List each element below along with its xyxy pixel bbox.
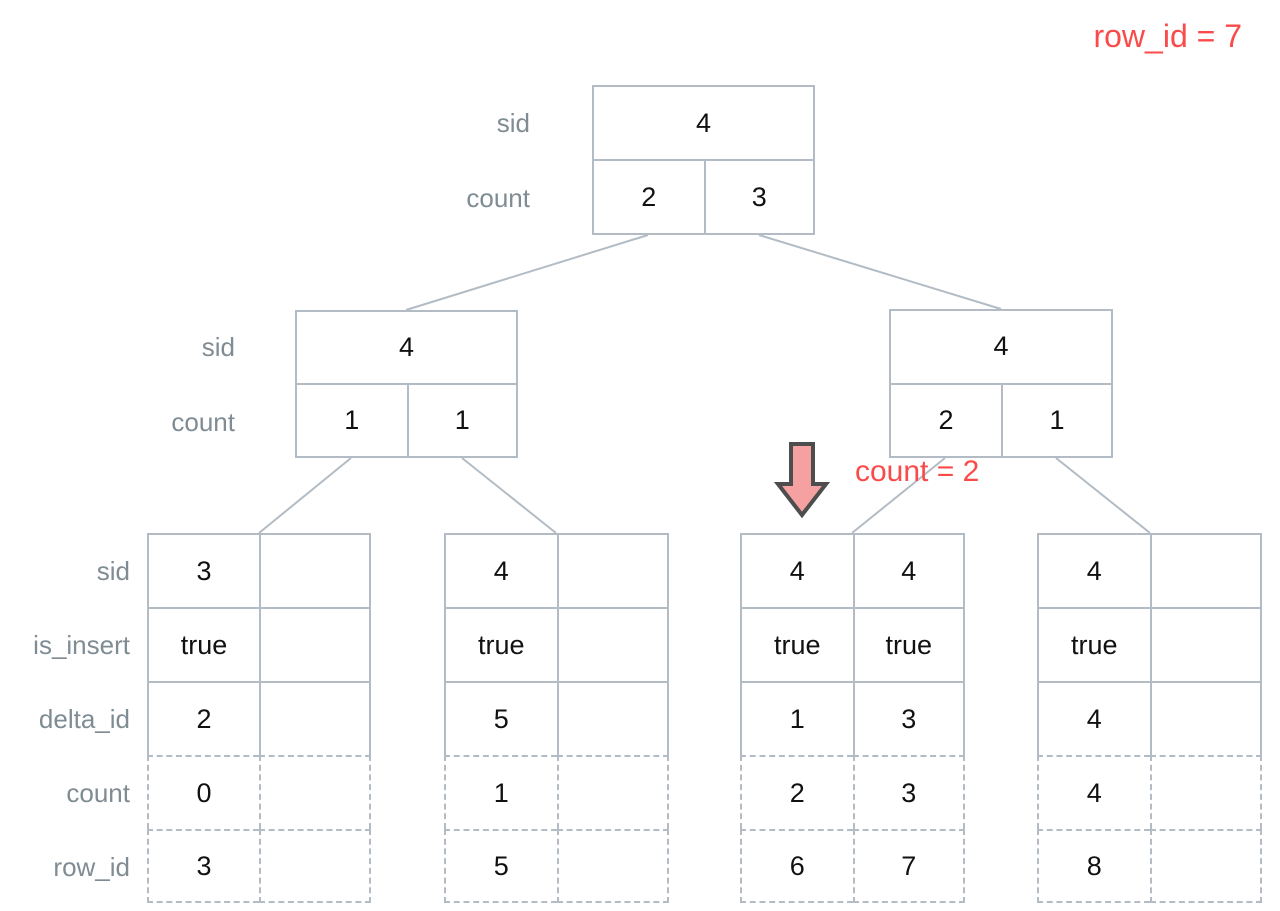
leaf-2-row-is-insert: true xyxy=(444,607,669,681)
leaf-4-col-0-count: 4 xyxy=(1037,755,1150,829)
leaf-4-col-0-is-insert: true xyxy=(1037,607,1150,681)
leaf-1-col-0-count: 0 xyxy=(147,755,259,829)
leaf-1-col-0-row-id: 3 xyxy=(147,829,259,903)
leaf-4-row-delta-id: 4 xyxy=(1037,681,1262,755)
leaf-3-col-1-row-id: 7 xyxy=(852,829,965,903)
leaf-2-col-1-count xyxy=(556,755,669,829)
leaf-1-col-1-is-insert xyxy=(259,607,371,681)
edge-left-internal-to-leaf-1 xyxy=(258,457,352,534)
leaf-row-label-sid: sid xyxy=(96,556,130,586)
edge-left-internal-to-leaf-2 xyxy=(461,457,557,534)
leaf-3-col-1-delta-id: 3 xyxy=(852,681,965,755)
leaf-2-row-count: 1 xyxy=(444,755,669,829)
leaf-node-4[interactable]: 4 true 4 4 8 xyxy=(1037,533,1262,903)
edge-root-to-right-internal xyxy=(758,234,1002,310)
left-internal-count-value-1: 1 xyxy=(406,385,517,456)
leaf-2-row-row-id: 5 xyxy=(444,829,669,903)
root-row-count: 2 3 xyxy=(594,159,813,233)
leaf-3-col-1-sid: 4 xyxy=(852,533,965,607)
leaf-4-row-count: 4 xyxy=(1037,755,1262,829)
edge-right-internal-to-leaf-4 xyxy=(1055,457,1151,534)
leaf-2-col-0-count: 1 xyxy=(444,755,557,829)
leaf-1-row-delta-id: 2 xyxy=(147,681,371,755)
leaf-2-col-1-sid xyxy=(556,533,669,607)
internal-node-left[interactable]: 4 1 1 xyxy=(295,310,518,458)
leaf-3-col-0-row-id: 6 xyxy=(740,829,853,903)
right-internal-count-value-1: 1 xyxy=(1001,384,1111,456)
annotation-row-id: row_id = 7 xyxy=(1093,18,1242,54)
leaf-1-row-sid: 3 xyxy=(147,533,371,607)
leaf-2-row-delta-id: 5 xyxy=(444,681,669,755)
leaf-4-col-1-sid xyxy=(1149,533,1262,607)
leaf-3-col-1-count: 3 xyxy=(852,755,965,829)
leaf-4-row-row-id: 8 xyxy=(1037,829,1262,903)
leaf-3-row-is-insert: true true xyxy=(740,607,965,681)
left-internal-label-sid: sid xyxy=(201,332,235,362)
internal-node-right[interactable]: 4 2 1 xyxy=(889,309,1113,458)
leaf-2-col-1-is-insert xyxy=(556,607,669,681)
leaf-1-col-0-is-insert: true xyxy=(147,607,259,681)
leaf-1-col-0-delta-id: 2 xyxy=(147,681,259,755)
leaf-2-col-0-is-insert: true xyxy=(444,607,557,681)
leaf-1-row-count: 0 xyxy=(147,755,371,829)
right-internal-row-count: 2 1 xyxy=(891,382,1111,456)
annotation-count: count = 2 xyxy=(855,455,980,488)
left-internal-sid-value: 4 xyxy=(398,332,415,362)
leaf-2-col-0-row-id: 5 xyxy=(444,829,557,903)
root-count-value-0: 2 xyxy=(641,181,657,212)
leaf-row-label-row-id: row_id xyxy=(53,852,130,882)
leaf-3-row-sid: 4 4 xyxy=(740,533,965,607)
edge-root-to-left-internal xyxy=(405,234,649,311)
leaf-2-col-1-delta-id xyxy=(556,681,669,755)
left-internal-count-value-0: 1 xyxy=(344,405,360,435)
leaf-4-col-0-delta-id: 4 xyxy=(1037,681,1150,755)
leaf-3-col-0-is-insert: true xyxy=(740,607,853,681)
leaf-4-col-1-is-insert xyxy=(1149,607,1262,681)
leaf-3-row-row-id: 6 7 xyxy=(740,829,965,903)
leaf-node-1[interactable]: 3 true 2 0 3 xyxy=(147,533,371,903)
leaf-3-col-1-is-insert: true xyxy=(852,607,965,681)
leaf-1-col-0-sid: 3 xyxy=(147,533,259,607)
root-row-sid: 4 xyxy=(594,87,813,159)
left-internal-row-count: 1 1 xyxy=(297,383,516,456)
leaf-4-col-0-row-id: 8 xyxy=(1037,829,1150,903)
leaf-1-col-1-delta-id xyxy=(259,681,371,755)
left-internal-row-sid: 4 xyxy=(297,312,516,383)
leaf-1-col-1-sid xyxy=(259,533,371,607)
leaf-4-row-sid: 4 xyxy=(1037,533,1262,607)
leaf-1-row-is-insert: true xyxy=(147,607,371,681)
root-label-sid: sid xyxy=(496,108,530,138)
left-internal-label-count: count xyxy=(171,407,235,437)
leaf-3-row-delta-id: 1 3 xyxy=(740,681,965,755)
root-node[interactable]: 4 2 3 xyxy=(592,85,815,235)
leaf-3-col-0-count: 2 xyxy=(740,755,853,829)
leaf-1-col-1-row-id xyxy=(259,829,371,903)
leaf-1-col-1-count xyxy=(259,755,371,829)
leaf-4-col-1-delta-id xyxy=(1149,681,1262,755)
root-count-value-1: 3 xyxy=(703,161,814,233)
leaf-2-col-0-sid: 4 xyxy=(444,533,557,607)
root-label-count: count xyxy=(466,183,530,213)
leaf-3-col-0-delta-id: 1 xyxy=(740,681,853,755)
leaf-4-col-1-row-id xyxy=(1149,829,1262,903)
leaf-row-label-count: count xyxy=(66,778,130,808)
leaf-1-row-row-id: 3 xyxy=(147,829,371,903)
leaf-4-col-0-sid: 4 xyxy=(1037,533,1150,607)
right-internal-count-value-0: 2 xyxy=(938,404,954,435)
leaf-2-col-1-row-id xyxy=(556,829,669,903)
leaf-3-col-0-sid: 4 xyxy=(740,533,853,607)
leaf-row-label-delta-id: delta_id xyxy=(38,704,130,734)
right-internal-sid-value: 4 xyxy=(993,331,1009,362)
leaf-4-row-is-insert: true xyxy=(1037,607,1262,681)
leaf-4-col-1-count xyxy=(1149,755,1262,829)
leaf-node-2[interactable]: 4 true 5 1 5 xyxy=(444,533,669,903)
leaf-2-row-sid: 4 xyxy=(444,533,669,607)
root-sid-value: 4 xyxy=(695,107,712,138)
down-arrow-icon xyxy=(774,442,830,519)
leaf-2-col-0-delta-id: 5 xyxy=(444,681,557,755)
leaf-node-3[interactable]: 4 4 true true 1 3 2 3 6 7 xyxy=(740,533,965,903)
leaf-row-label-is-insert: is_insert xyxy=(33,630,130,660)
right-internal-row-sid: 4 xyxy=(891,311,1111,383)
leaf-3-row-count: 2 3 xyxy=(740,755,965,829)
